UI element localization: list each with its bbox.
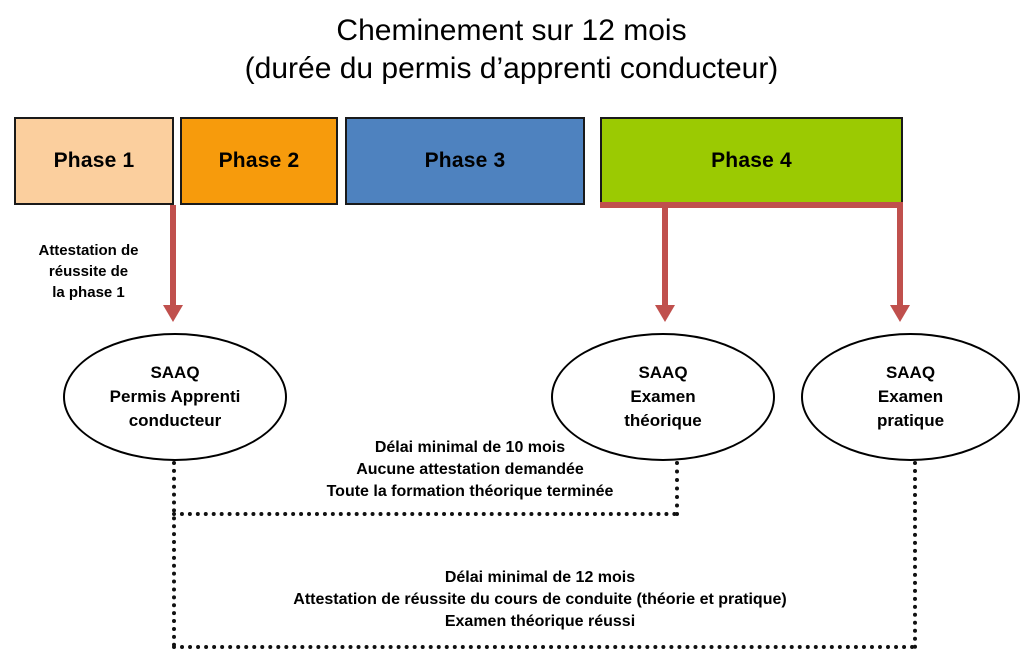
node-examen-theorique-line-1: SAAQ [638, 363, 688, 382]
condition-theorique-line-3: Toute la formation théorique terminée [326, 483, 614, 500]
phase-box-1-label: Phase 1 [53, 149, 135, 172]
condition-theorique-line-2: Aucune attestation demandée [356, 461, 584, 478]
condition-examen-theorique: Délai minimal de 10 mois Aucune attestat… [250, 437, 690, 503]
node-permis-line-3: conducteur [128, 411, 222, 430]
dotted-branch-to-examen-theorique-vertical [675, 461, 679, 516]
phase-box-3-label: Phase 3 [424, 149, 506, 172]
arrow-line-phase1-to-permis [170, 205, 176, 308]
arrow-line-phase4-to-examen-theorique [662, 205, 668, 308]
condition-pratique-line-3: Examen théorique réussi [444, 613, 636, 630]
attestation-phase1-line-3: la phase 1 [52, 284, 125, 301]
arrow-line-phase4-to-examen-pratique [897, 205, 903, 308]
node-examen-pratique: SAAQ Examen pratique [801, 333, 1020, 461]
title-line-1: Cheminement sur 12 mois [336, 14, 687, 47]
phase-box-2: Phase 2 [180, 117, 338, 205]
attestation-phase1-line-1: Attestation de [38, 242, 139, 259]
node-permis-line-1: SAAQ [150, 363, 200, 382]
condition-examen-pratique: Délai minimal de 12 mois Attestation de … [190, 567, 890, 633]
dotted-branch-to-examen-theorique-horizontal [172, 512, 677, 516]
phase-box-2-label: Phase 2 [218, 149, 300, 172]
phase-box-3: Phase 3 [345, 117, 585, 205]
node-permis-line-2: Permis Apprenti [109, 387, 241, 406]
node-examen-theorique: SAAQ Examen théorique [551, 333, 775, 461]
dotted-trunk-from-permis [172, 461, 176, 647]
dotted-branch-to-examen-pratique-horizontal [172, 645, 915, 649]
attestation-phase1-line-2: réussite de [48, 263, 129, 280]
node-examen-pratique-line-1: SAAQ [885, 363, 936, 382]
phase-box-1: Phase 1 [14, 117, 174, 205]
node-examen-theorique-line-2: Examen [630, 387, 696, 406]
node-examen-pratique-line-3: pratique [876, 411, 945, 430]
phase-box-4-label: Phase 4 [711, 149, 792, 172]
condition-pratique-line-2: Attestation de réussite du cours de cond… [293, 591, 787, 608]
arrowhead-phase1-to-permis-icon [163, 305, 183, 322]
title-line-2: (durée du permis d’apprenti conducteur) [244, 52, 779, 85]
node-examen-theorique-line-3: théorique [624, 411, 702, 430]
arrowhead-phase4-to-examen-theorique-icon [655, 305, 675, 322]
condition-pratique-line-1: Délai minimal de 12 mois [444, 569, 636, 586]
dotted-branch-to-examen-pratique-vertical [913, 461, 917, 649]
page-title: Cheminement sur 12 mois (durée du permis… [0, 12, 1023, 88]
condition-theorique-line-1: Délai minimal de 10 mois [374, 439, 566, 456]
node-permis-apprenti-conducteur: SAAQ Permis Apprenti conducteur [63, 333, 287, 461]
phase-box-4: Phase 4 [600, 117, 903, 205]
arrowhead-phase4-to-examen-pratique-icon [890, 305, 910, 322]
arrow-rail-phase4 [600, 202, 903, 208]
node-examen-pratique-line-2: Examen [877, 387, 944, 406]
attestation-phase1-label: Attestation de réussite de la phase 1 [16, 240, 161, 303]
